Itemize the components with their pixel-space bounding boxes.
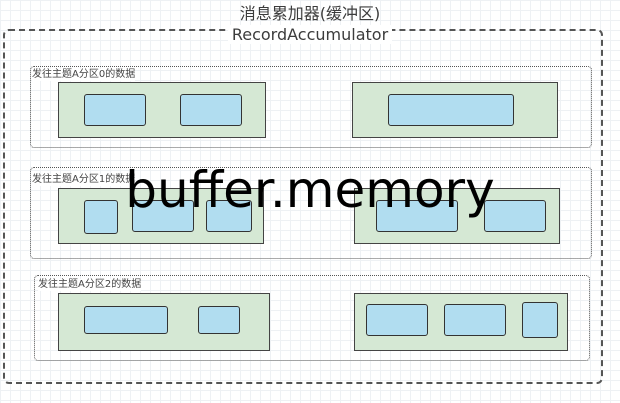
partition-1-group bbox=[30, 167, 592, 259]
partition-2-label: 发往主题A分区2的数据 bbox=[38, 279, 142, 291]
partition-0-batch-1-record-1 bbox=[84, 94, 146, 126]
accumulator-title-en: RecordAccumulator bbox=[0, 25, 620, 45]
partition-0-label: 发往主题A分区0的数据 bbox=[32, 69, 136, 81]
partition-1-batch-2-record-2 bbox=[484, 200, 546, 232]
partition-2-batch-1-record-1 bbox=[84, 306, 168, 334]
partition-1-batch-2-record-1 bbox=[376, 200, 458, 232]
partition-2-group bbox=[34, 275, 590, 361]
partition-0-batch-1-record-2 bbox=[180, 94, 242, 126]
buffer-memory-overlay-text: buffer.memory bbox=[125, 161, 495, 219]
partition-2-batch-2-record-2 bbox=[444, 304, 506, 336]
accumulator-title-en-text: RecordAccumulator bbox=[227, 25, 393, 44]
partition-1-batch-1-record-1 bbox=[84, 200, 118, 234]
partition-2-batch-1-record-2 bbox=[198, 306, 240, 334]
partition-1-batch-1-record-2 bbox=[132, 200, 194, 232]
partition-1-label: 发往主题A分区1的数据 bbox=[32, 174, 136, 186]
partition-0-batch-2-record-1 bbox=[388, 94, 514, 126]
partition-0-group bbox=[30, 66, 592, 148]
accumulator-title-cn: 消息累加器(缓冲区) bbox=[239, 4, 381, 23]
partition-2-batch-2-record-1 bbox=[366, 304, 428, 336]
partition-2-batch-2-record-3 bbox=[522, 302, 558, 338]
partition-1-batch-1-record-3 bbox=[206, 200, 252, 232]
